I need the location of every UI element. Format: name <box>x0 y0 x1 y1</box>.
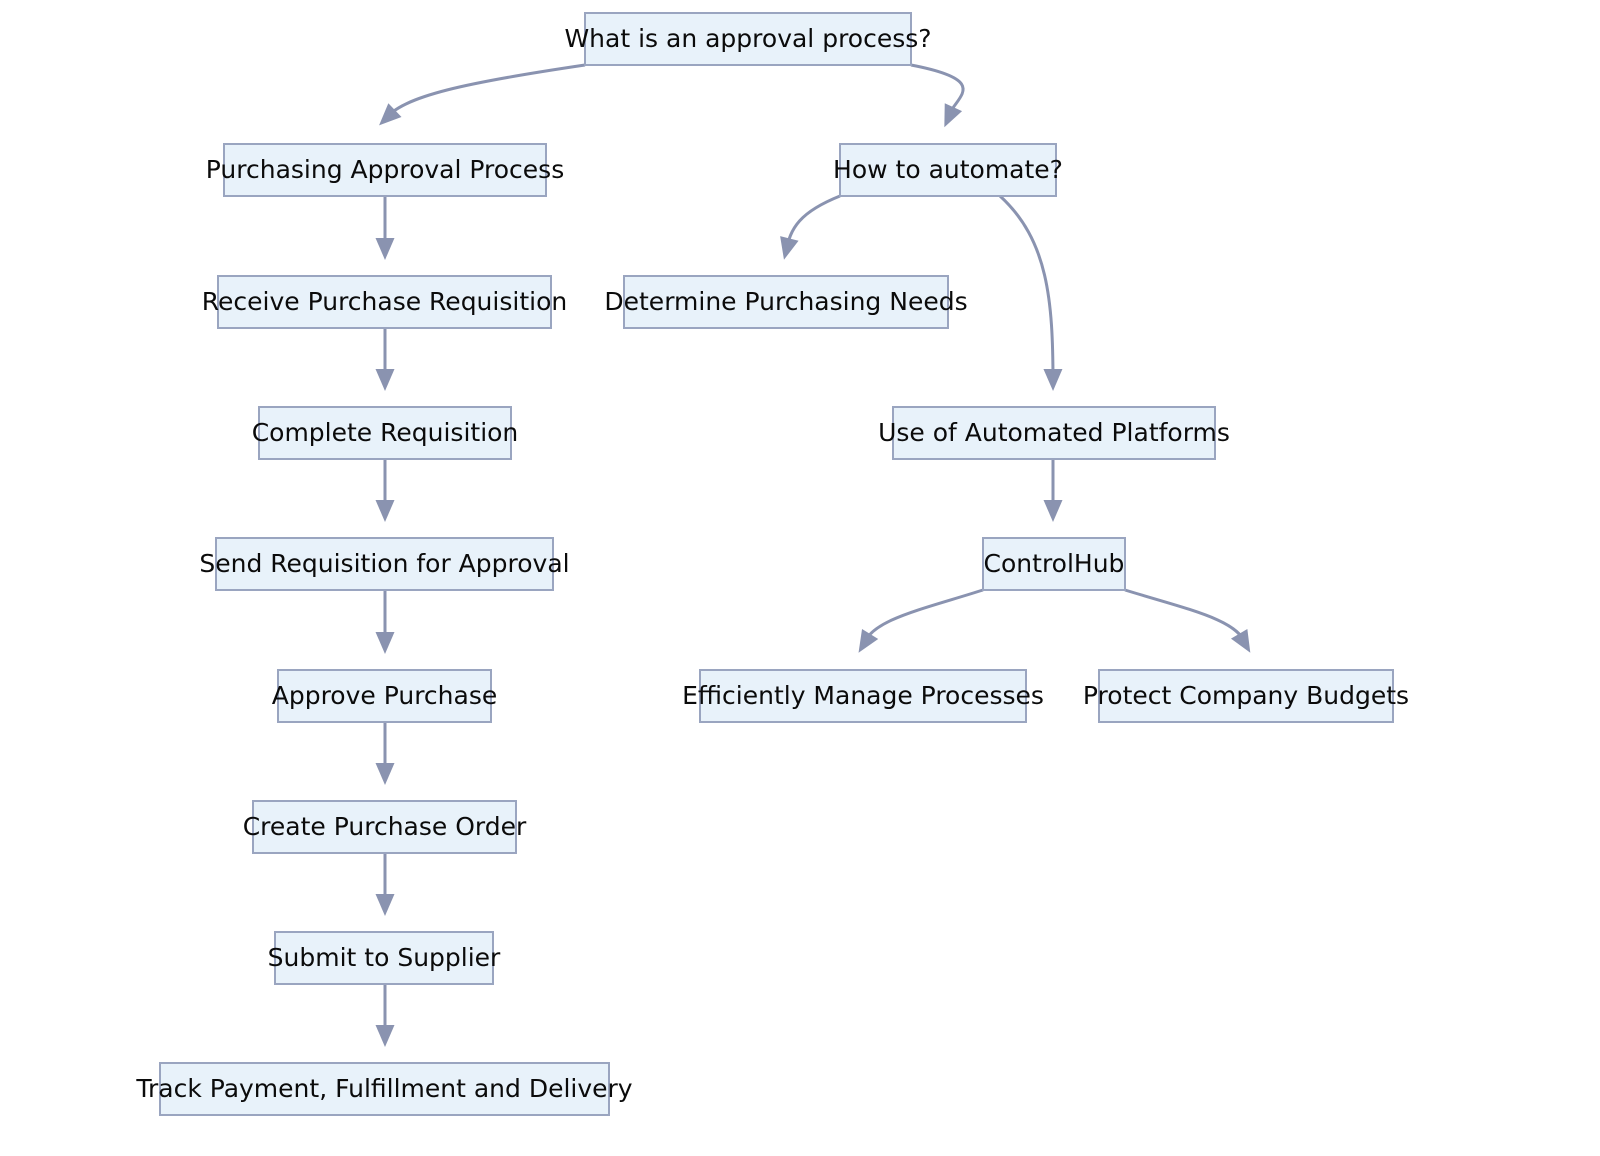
edge-root-to-purchasing <box>379 63 586 126</box>
node-box-root[interactable] <box>584 12 912 66</box>
node-box-complete[interactable] <box>258 406 512 460</box>
node-box-track[interactable] <box>159 1062 610 1116</box>
arrowhead-icon <box>375 632 395 654</box>
node-root[interactable]: What is an approval process? <box>564 12 932 66</box>
arrowhead-icon <box>375 238 395 260</box>
node-send[interactable]: Send Requisition for Approval <box>199 537 570 591</box>
node-platforms[interactable]: Use of Automated Platforms <box>878 406 1230 460</box>
arrowhead-icon <box>375 1025 395 1047</box>
edge-receive-to-complete <box>375 328 395 391</box>
arrowhead-icon <box>379 103 402 126</box>
arrowhead-icon <box>944 103 963 128</box>
edges-layer <box>375 63 1251 1047</box>
edge-send-to-approve <box>375 590 395 654</box>
node-box-platforms[interactable] <box>892 406 1216 460</box>
edge-submit-to-track <box>375 984 395 1047</box>
arrowhead-icon <box>1230 629 1251 653</box>
arrowhead-icon <box>1043 500 1063 522</box>
arrowhead-icon <box>858 628 879 653</box>
node-approve[interactable]: Approve Purchase <box>272 669 498 723</box>
edge-controlhub-to-efficiently <box>858 588 984 653</box>
edge-approve-to-createorder <box>375 722 395 785</box>
edge-root-to-automate <box>910 63 965 128</box>
arrowhead-icon <box>375 369 395 391</box>
node-box-determine[interactable] <box>623 275 949 329</box>
node-receive[interactable]: Receive Purchase Requisition <box>202 275 567 329</box>
arrowhead-icon <box>375 500 395 522</box>
node-box-controlhub[interactable] <box>982 537 1126 591</box>
node-box-receive[interactable] <box>217 275 552 329</box>
node-efficiently[interactable]: Efficiently Manage Processes <box>682 669 1044 723</box>
edge-purchasing-to-receive <box>375 196 395 260</box>
arrowhead-icon <box>375 894 395 916</box>
node-track[interactable]: Track Payment, Fulfillment and Delivery <box>135 1062 633 1116</box>
node-box-send[interactable] <box>215 537 554 591</box>
edge-createorder-to-submit <box>375 853 395 916</box>
node-createorder[interactable]: Create Purchase Order <box>243 800 527 854</box>
node-box-purchasing[interactable] <box>223 143 547 197</box>
node-box-approve[interactable] <box>277 669 492 723</box>
arrowhead-icon <box>780 236 799 260</box>
node-controlhub[interactable]: ControlHub <box>982 537 1126 591</box>
node-submit[interactable]: Submit to Supplier <box>268 931 501 985</box>
arrowhead-icon <box>1043 368 1063 391</box>
edge-platforms-to-controlhub <box>1043 459 1063 522</box>
edge-controlhub-to-protect <box>1124 588 1251 653</box>
node-box-automate[interactable] <box>839 143 1057 197</box>
node-determine[interactable]: Determine Purchasing Needs <box>604 275 968 329</box>
node-automate[interactable]: How to automate? <box>833 143 1063 197</box>
node-protect[interactable]: Protect Company Budgets <box>1083 669 1409 723</box>
node-box-protect[interactable] <box>1098 669 1394 723</box>
edge-automate-to-platforms <box>998 194 1063 391</box>
node-box-efficiently[interactable] <box>699 669 1027 723</box>
node-purchasing[interactable]: Purchasing Approval Process <box>206 143 564 197</box>
node-box-createorder[interactable] <box>252 800 517 854</box>
nodes-layer: What is an approval process? Purchasing A… <box>135 12 1409 1116</box>
edge-complete-to-send <box>375 459 395 522</box>
node-box-submit[interactable] <box>274 931 494 985</box>
node-complete[interactable]: Complete Requisition <box>252 406 519 460</box>
arrowhead-icon <box>375 763 395 785</box>
edge-automate-to-determine <box>780 194 841 260</box>
